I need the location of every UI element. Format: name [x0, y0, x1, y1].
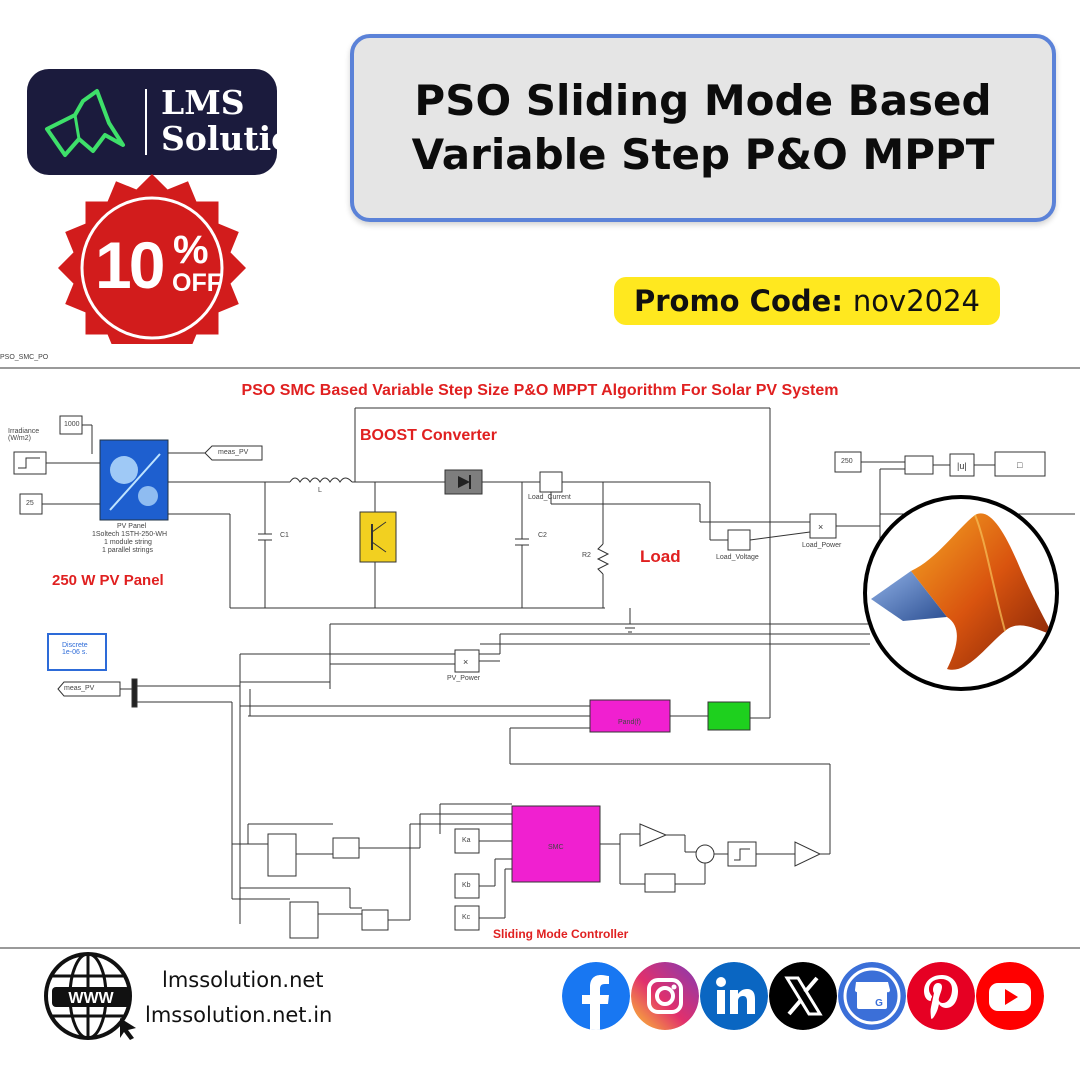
svg-text:WWW: WWW — [68, 990, 114, 1007]
pv-power-label: PV_Power — [447, 675, 481, 682]
matlab-outline-icon — [45, 89, 125, 157]
google-business-icon[interactable]: G — [838, 962, 906, 1030]
pv-desc-3: 1 parallel strings — [102, 547, 153, 554]
linkedin-icon[interactable] — [700, 962, 768, 1030]
kc-label: Kc — [462, 914, 471, 921]
promo-code: Promo Code: nov2024 — [614, 277, 1000, 325]
website-link-2[interactable]: lmssolution.net.in — [145, 1003, 333, 1027]
smc-label: Sliding Mode Controller — [493, 927, 629, 941]
inductor-label: L — [318, 487, 322, 494]
meas-pv-tag: meas_PV — [218, 449, 249, 456]
svg-text:×: × — [463, 657, 468, 667]
load-current-label: Load_Current — [528, 494, 571, 501]
matlab-membrane-icon — [871, 513, 1053, 670]
pv-panel-label: 250 W PV Panel — [52, 572, 164, 589]
logo-divider — [145, 89, 147, 155]
c1-label: C1 — [280, 532, 289, 539]
website-link-1[interactable]: lmssolution.net — [162, 968, 324, 992]
pinterest-icon[interactable] — [907, 962, 975, 1030]
pv-panel-name: PV Panel — [117, 523, 147, 530]
x-icon[interactable] — [769, 962, 837, 1030]
irradiance-label: Irradiance (W/m2) — [8, 428, 40, 442]
load-voltage-label: Load_Voltage — [716, 554, 759, 561]
globe-www-icon: WWW — [44, 952, 136, 1040]
title-line2: Variable Step P&O MPPT — [411, 130, 995, 179]
instagram-icon[interactable] — [631, 962, 699, 1030]
diagram-title: PSO SMC Based Variable Step Size P&O MPP… — [241, 382, 839, 399]
discount-badge-icon — [58, 174, 246, 362]
svg-text:G: G — [875, 998, 883, 1009]
brand-name-line1: LMS — [161, 83, 245, 122]
c2-label: C2 — [538, 532, 547, 539]
discount-badge: 10 % OFF — [58, 172, 246, 360]
temperature-const: 25 — [26, 500, 34, 507]
matlab-logo — [863, 495, 1059, 691]
diagram-wiring: × × |u| □ — [0, 367, 1080, 949]
promo-value: nov2024 — [852, 284, 981, 318]
brand-name-line2: Solution — [161, 119, 318, 158]
kb-label: Kb — [462, 882, 471, 889]
svg-text:□: □ — [1017, 460, 1023, 470]
const-250: 250 — [841, 458, 853, 465]
svg-text:|u|: |u| — [957, 461, 967, 471]
brand-logo: LMS Solution — [27, 69, 317, 175]
discount-off: OFF — [172, 269, 222, 297]
title-line1: PSO Sliding Mode Based — [414, 76, 992, 125]
corner-label: PSO_SMC_PO — [0, 354, 49, 361]
pv-desc-2: 1 module string — [104, 539, 152, 546]
pv-desc-1: 1Soltech 1STH-250-WH — [92, 531, 168, 538]
smc-block-label: SMC — [548, 844, 564, 851]
meas-pv-input: meas_PV — [64, 685, 95, 692]
facebook-icon[interactable] — [562, 962, 630, 1030]
youtube-icon[interactable] — [976, 962, 1044, 1030]
svg-text:×: × — [818, 522, 823, 532]
load-power-label: Load_Power — [802, 542, 842, 549]
title-banner: PSO Sliding Mode Based Variable Step P&O… — [350, 34, 1056, 222]
discrete-label: Discrete 1e-06 s. — [62, 642, 88, 656]
boost-label: BOOST Converter — [360, 427, 497, 444]
r2-label: R2 — [582, 552, 591, 559]
load-label: Load — [640, 547, 681, 566]
irradiance-const: 1000 — [64, 421, 80, 428]
pando-block-label: Pand(f) — [618, 719, 641, 726]
promo-label: Promo Code: — [633, 284, 843, 318]
discount-percent: % — [173, 228, 209, 272]
ka-label: Ka — [462, 837, 471, 844]
discount-number: 10 — [95, 228, 165, 302]
